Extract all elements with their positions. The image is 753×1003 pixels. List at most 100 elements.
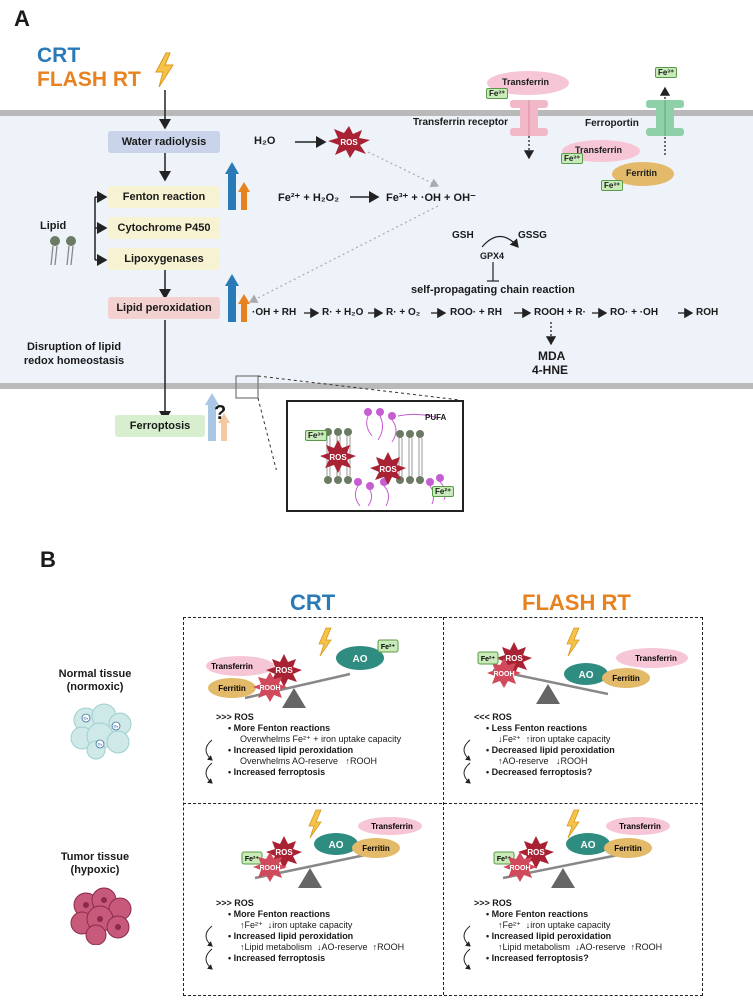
svg-text:Ferritin: Ferritin — [218, 684, 246, 693]
svg-text:Transferrin: Transferrin — [371, 822, 413, 831]
increase-arrows-perox — [225, 274, 250, 322]
panel-b-label: B — [40, 547, 56, 572]
svg-text:ROOH: ROOH — [510, 865, 531, 872]
h2o-label: H₂O — [254, 135, 276, 147]
normal-tissue-label: Normal tissue (normoxic) — [45, 668, 145, 694]
fe3-badge-ferritin: Fe³⁺ — [601, 180, 624, 191]
normal-crt-b1: • More Fenton reactions — [228, 723, 331, 733]
fe3-badge-top: Fe³⁺ — [486, 88, 509, 99]
chain-step-5: ROOH + R· — [534, 307, 586, 318]
svg-text:AO: AO — [353, 654, 368, 665]
lightning-icon — [155, 52, 174, 88]
tumor-tissue-title: Tumor tissue — [60, 851, 130, 863]
tumor-flash-text: >>> ROS • More Fenton reactions ↑Fe²⁺ ↓i… — [458, 898, 698, 964]
cell-membrane-top — [0, 110, 753, 116]
question-mark: ? — [214, 402, 227, 424]
transferrin-receptor-label: Transferrin receptor — [413, 117, 509, 128]
crt-column-title: CRT — [290, 590, 336, 615]
disruption-label: Disruption of lipid redox homeostasis — [23, 341, 125, 367]
svg-text:Transferrin: Transferrin — [635, 654, 677, 663]
tumor-flash-seesaw: Fe²⁺ ROS ROOH Transferrin AO Ferritin — [493, 809, 670, 888]
tumor-crt-head: >>> ROS — [216, 898, 254, 908]
normal-flash-head: <<< ROS — [474, 712, 512, 722]
svg-text:Ferritin: Ferritin — [614, 844, 642, 853]
cytochrome-box: Cytochrome P450 — [108, 217, 220, 239]
grid-vertical-divider — [443, 617, 444, 995]
svg-text:ROS: ROS — [329, 453, 347, 462]
svg-text:O₂: O₂ — [98, 742, 103, 747]
svg-text:O₂: O₂ — [84, 716, 89, 721]
normal-flash-b1: • Less Fenton reactions — [486, 723, 588, 733]
tumor-tissue-icon — [70, 887, 132, 945]
membrane-zoom-illustration: ROS ROS — [320, 408, 446, 506]
transferrin-label: Transferrin — [502, 77, 550, 87]
fe2-badge-zoom: Fe²⁺ — [432, 486, 455, 497]
cell-membrane-bottom — [0, 383, 753, 389]
svg-text:ROS: ROS — [340, 138, 358, 147]
tumor-crt-b2: • Increased lipid peroxidation — [228, 931, 354, 941]
normal-crt-s1: Overwhelms Fe²⁺ + iron uptake capacity — [240, 734, 402, 744]
ferroportin-icon — [646, 100, 684, 136]
tumor-flash-b1: • More Fenton reactions — [486, 909, 589, 919]
svg-text:ROS: ROS — [379, 465, 397, 474]
fenton-reactants: Fe²⁺ + H₂O₂ — [278, 192, 340, 204]
tumor-crt-text: >>> ROS • More Fenton reactions ↑Fe²⁺ ↓i… — [200, 898, 440, 964]
fe3-badge-out: Fe³⁺ — [655, 67, 678, 78]
tumor-flash-s1: ↑Fe²⁺ ↓iron uptake capacity — [498, 920, 611, 930]
tumor-flash-head: >>> ROS — [474, 898, 512, 908]
normal-flash-b2: • Decreased lipid peroxidation — [486, 745, 615, 755]
normoxic-label: (normoxic) — [66, 681, 124, 693]
svg-text:Ferritin: Ferritin — [362, 844, 390, 853]
chain-step-4: ROO· + RH — [450, 307, 502, 318]
lipid-label: Lipid — [40, 220, 67, 232]
chain-step-6: RO· + ·OH — [610, 307, 659, 318]
svg-text:Fe²⁺: Fe²⁺ — [481, 656, 496, 663]
normal-flash-text: <<< ROS • Less Fenton reactions ↓Fe²⁺ ↑i… — [458, 712, 698, 778]
svg-text:AO: AO — [581, 840, 596, 851]
mda-label: MDA — [538, 349, 566, 363]
normal-flash-b3: • Decreased ferroptosis? — [486, 767, 593, 777]
svg-text:ROS: ROS — [275, 848, 293, 857]
increase-arrows-fenton — [225, 162, 250, 210]
tumor-crt-s2: ↑Lipid metabolism ↓AO-reserve ↑ROOH — [240, 942, 405, 952]
gssg-label: GSSG — [518, 230, 547, 241]
lipid-peroxidation-box: Lipid peroxidation — [108, 297, 220, 319]
tumor-flash-b3: • Increased ferroptosis? — [486, 953, 589, 963]
ferroportin-label: Ferroportin — [585, 118, 639, 129]
tumor-crt-seesaw: Fe²⁺ ROS ROOH Transferrin AO Ferritin — [241, 809, 422, 888]
normal-crt-s2: Overwhelms AO-reserve ↑ROOH — [240, 756, 378, 766]
ferroptosis-box: Ferroptosis — [115, 415, 205, 437]
pufa-label: PUFA — [425, 413, 447, 422]
chain-step-3: R· + O₂ — [386, 307, 421, 318]
normal-crt-b2: • Increased lipid peroxidation — [228, 745, 354, 755]
lipoxygenases-box: Lipoxygenases — [108, 248, 220, 270]
hypoxic-label: (hypoxic) — [70, 864, 120, 876]
grid-horizontal-divider — [183, 803, 703, 804]
crt-title: CRT — [37, 44, 81, 67]
svg-text:O₂: O₂ — [114, 724, 119, 729]
ferritin-label: Ferritin — [626, 168, 658, 178]
chain-step-2: R· + H₂O — [322, 307, 364, 318]
svg-text:ROS: ROS — [275, 666, 293, 675]
transferrin-receptor-icon — [510, 100, 548, 136]
svg-text:ROOH: ROOH — [494, 671, 515, 678]
svg-text:ROS: ROS — [505, 654, 523, 663]
chain-step-1: ·OH + RH — [252, 307, 297, 318]
fenton-reaction-box: Fenton reaction — [108, 186, 220, 208]
water-radiolysis-box: Water radiolysis — [108, 131, 220, 153]
flash-rt-title: FLASH RT — [37, 68, 141, 91]
svg-text:Fe²⁺: Fe²⁺ — [245, 856, 260, 863]
svg-text:Fe²⁺: Fe²⁺ — [381, 644, 396, 651]
fenton-products: Fe³⁺ + ·OH + OH⁻ — [386, 192, 476, 204]
svg-text:AO: AO — [329, 840, 344, 851]
svg-text:ROOH: ROOH — [260, 865, 281, 872]
svg-text:AO: AO — [579, 670, 594, 681]
fe3-badge-inner: Fe³⁺ — [561, 153, 584, 164]
normal-crt-seesaw: Transferrin Ferritin ROS ROOH AO Fe²⁺ — [206, 627, 399, 708]
chain-step-7: ROH — [696, 307, 719, 318]
svg-text:Transferrin: Transferrin — [619, 822, 661, 831]
normal-crt-b3: • Increased ferroptosis — [228, 767, 326, 777]
ros-burst-a: ROS — [328, 126, 370, 158]
tumor-crt-b1: • More Fenton reactions — [228, 909, 331, 919]
transferrin-inner-label: Transferrin — [575, 145, 623, 155]
